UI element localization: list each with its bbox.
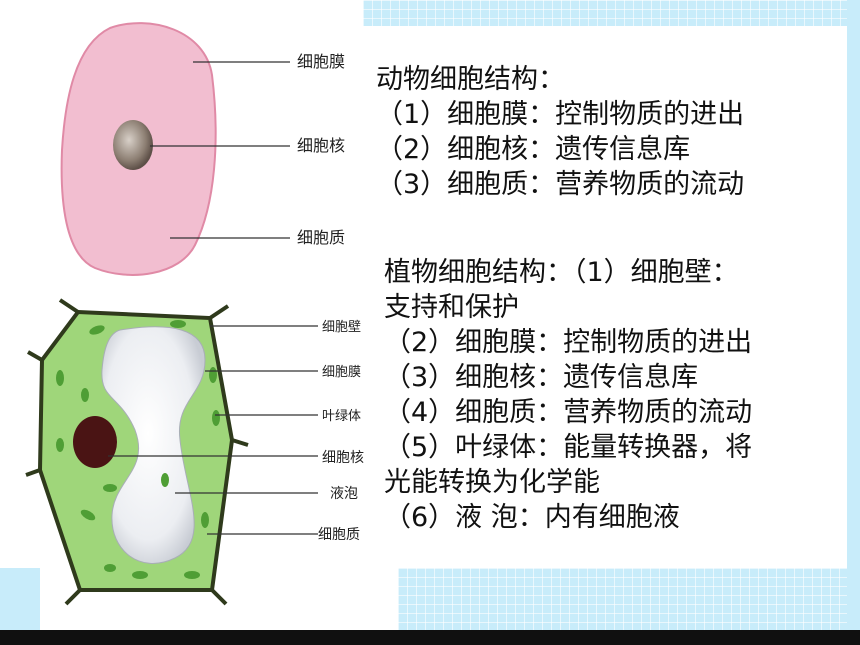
plant-text-line: （3）细胞核：遗传信息库 [384,362,699,393]
plant-text-line: 支持和保护 [384,292,519,323]
plant-text-line: 植物细胞结构：（1）细胞壁： [384,257,739,288]
animal-text-line: （1）细胞膜：控制物质的进出 [376,99,745,130]
plant-text-line: （2）细胞膜：控制物质的进出 [384,327,753,358]
bottom-band [398,568,847,630]
animal-nucleus [113,120,153,170]
label-animal-cytoplasm: 细胞质 [297,228,345,247]
plant-cell: 细胞壁 细胞膜 叶绿体 细胞核 液泡 细胞质 [25,298,364,606]
label-plant-wall: 细胞壁 [322,320,361,335]
label-plant-membrane: 细胞膜 [322,365,361,380]
plant-text-line: 光能转换为化学能 [384,467,600,498]
plant-text-line: （5）叶绿体：能量转换器，将 [384,432,753,463]
animal-text-line: （2）细胞核：遗传信息库 [376,134,691,165]
label-plant-nucleus: 细胞核 [322,450,364,466]
bottom-left-band [0,568,40,630]
plant-cell-description: 植物细胞结构：（1）细胞壁： 支持和保护 （2）细胞膜：控制物质的进出 （3）细… [384,255,752,535]
plant-text-line: （6）液 泡：内有细胞液 [384,502,680,533]
label-plant-vacuole: 液泡 [330,486,358,502]
animal-text-line: （3）细胞质：营养物质的流动 [376,169,745,200]
label-animal-nucleus: 细胞核 [297,136,345,155]
right-band [847,0,860,645]
animal-text-line: 动物细胞结构： [376,64,565,95]
label-plant-chloroplast: 叶绿体 [322,409,361,424]
animal-cell-description: 动物细胞结构： （1）细胞膜：控制物质的进出 （2）细胞核：遗传信息库 （3）细… [376,62,744,202]
bottom-bar [0,630,860,645]
label-animal-membrane: 细胞膜 [297,52,345,71]
plant-nucleus [73,416,117,468]
plant-vacuole [101,326,206,564]
label-plant-cytoplasm: 细胞质 [318,527,360,543]
chloroplasts [56,320,220,579]
animal-cell: 细胞膜 细胞核 细胞质 [60,22,345,276]
plant-text-line: （4）细胞质：营养物质的流动 [384,397,753,428]
top-right-band [363,0,847,26]
